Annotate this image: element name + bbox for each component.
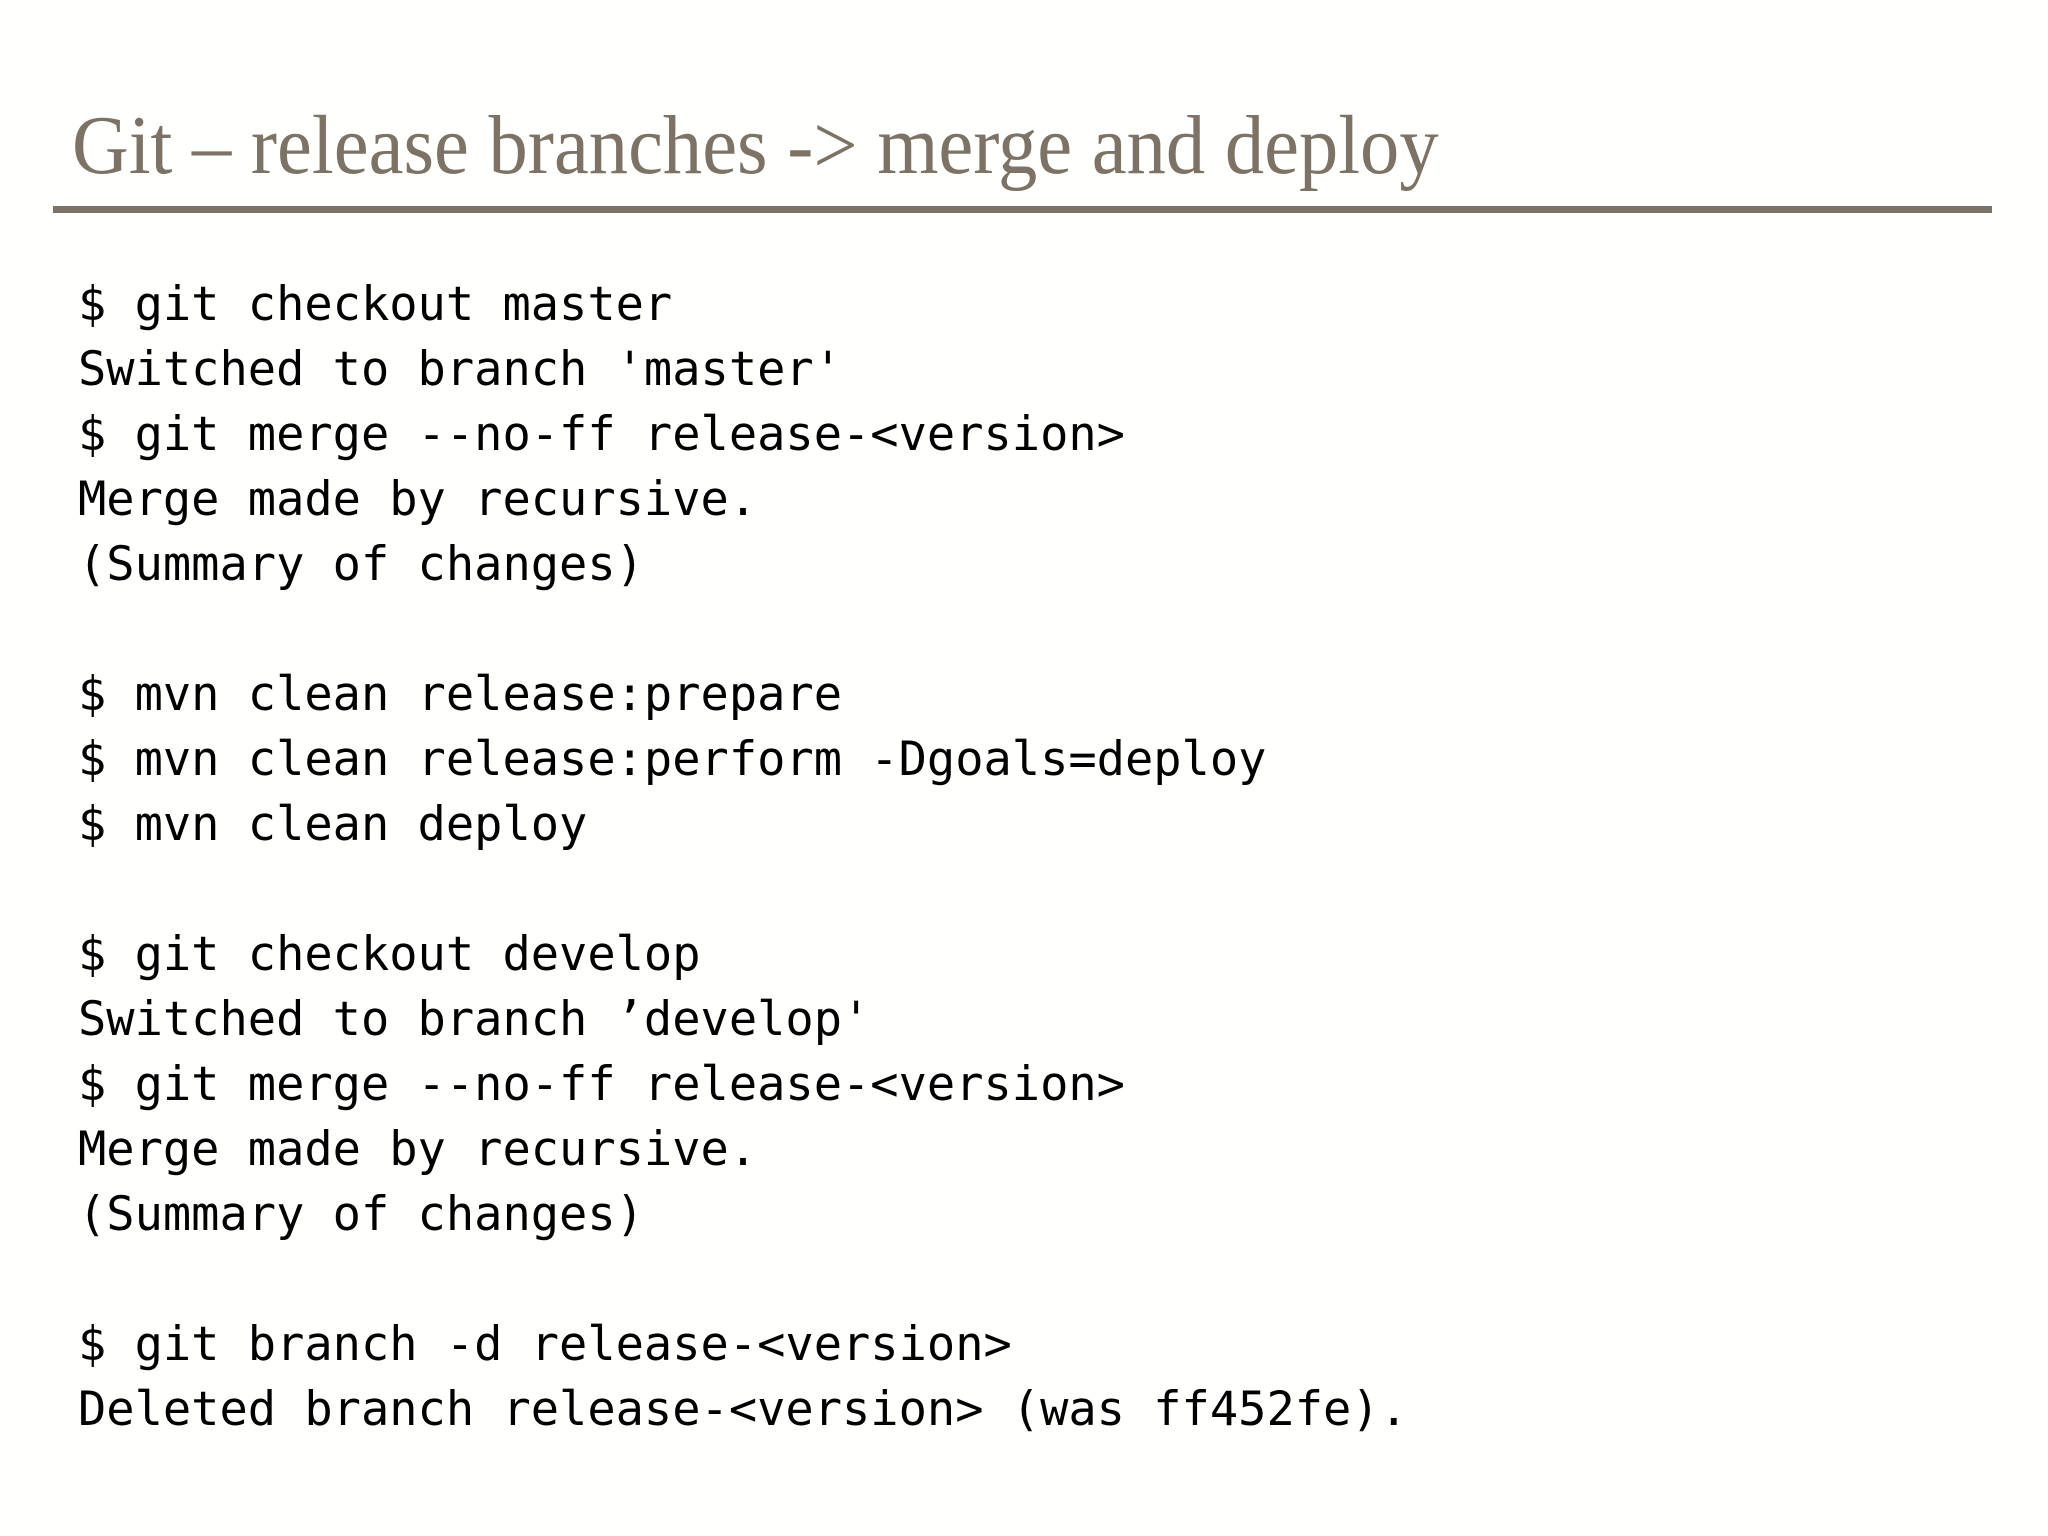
code-line: Switched to branch ’develop' [78, 992, 871, 1047]
code-line: (Summary of changes) [78, 1187, 644, 1242]
code-line-blank [78, 1247, 1978, 1312]
code-line: Merge made by recursive. [78, 472, 758, 527]
title-divider-rule [53, 206, 1992, 213]
code-line: Merge made by recursive. [78, 1122, 758, 1177]
code-line: $ mvn clean release:prepare [78, 667, 843, 722]
code-line: Switched to branch 'master' [78, 342, 843, 397]
code-line: $ git checkout master [78, 277, 673, 332]
code-line: Deleted branch release-<version> (was ff… [78, 1382, 1408, 1437]
code-line: $ git checkout develop [78, 927, 701, 982]
code-line: (Summary of changes) [78, 537, 644, 592]
code-line-blank [78, 597, 1978, 662]
code-line: $ mvn clean release:perform -Dgoals=depl… [78, 732, 1267, 787]
page-title: Git – release branches -> merge and depl… [72, 99, 1439, 193]
code-line: $ git merge --no-ff release-<version> [78, 1057, 1125, 1112]
code-line: $ git branch -d release-<version> [78, 1317, 1012, 1372]
code-line: $ mvn clean deploy [78, 797, 588, 852]
code-line-blank [78, 857, 1978, 922]
code-line: $ git merge --no-ff release-<version> [78, 407, 1125, 462]
